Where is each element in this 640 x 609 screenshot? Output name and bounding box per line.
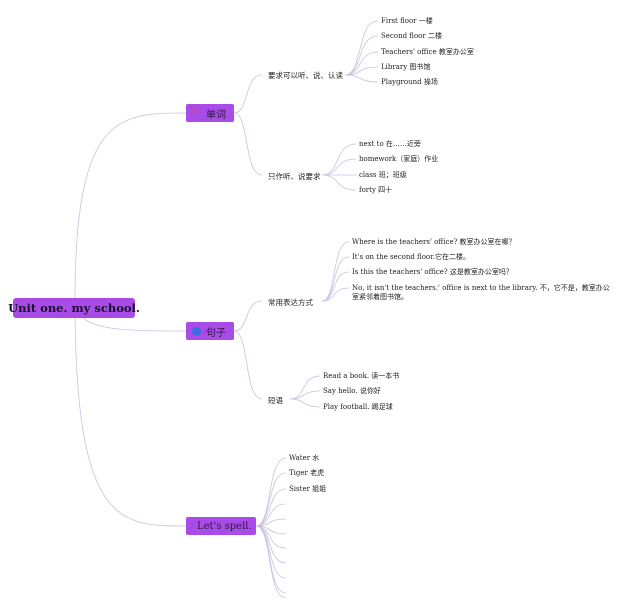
group-label[interactable]: 要求可以听、说、认读 [268,71,343,80]
leaf-item[interactable]: homework（家庭）作业 [359,155,439,163]
speech-bubble-icon [192,326,201,336]
leaf-item[interactable]: Read a book. 读一本书 [323,372,400,380]
connector-line [289,390,321,400]
leaf-item[interactable]: Tiger 老虎 [289,469,325,477]
connector-line [289,375,321,400]
leaf-item[interactable]: next to 在……近旁 [359,140,421,148]
connector-line [233,112,263,176]
connector-line [233,74,263,114]
connector-line [321,271,350,302]
group-label[interactable]: 短语 [268,396,283,405]
group-label[interactable]: 常用表达方式 [268,298,313,307]
connector-line [255,525,287,549]
leaf-item[interactable]: It's on the second floor.它在二楼。 [352,253,470,261]
connector-line [344,74,379,83]
connector-line [255,503,287,527]
connector-line [321,241,350,302]
pen-icon: ✎ [192,107,200,118]
connector-line [289,398,321,408]
leaf-item[interactable]: Library 图书馆 [381,63,431,71]
root-branch-connector [74,112,187,301]
leaf-item[interactable]: Playground 操场 [381,78,438,86]
branch-node-lets-spell[interactable]: Let's spell. [186,517,256,535]
leaf-item[interactable]: forty 四十 [359,186,393,194]
connector-line [255,525,287,594]
connector-line [321,143,357,176]
leaf-item[interactable]: Teachers' office 教室办公室 [381,48,474,56]
connector-line [233,330,263,400]
branch-label: 句子 [206,327,226,339]
leaf-item[interactable]: Where is the teachers' office? 教室办公室在哪？ [352,238,516,246]
group-label[interactable]: 只作听、说要求 [268,172,321,181]
leaf-item[interactable]: Say hello. 说你好 [323,387,381,395]
leaf-item[interactable]: class 班；班级 [359,171,407,179]
connector-line [321,256,350,302]
leaf-item[interactable]: Sister 姐姐 [289,485,327,493]
leaf-item[interactable]: First floor 一楼 [381,17,433,25]
connector-line [321,174,357,191]
connector-line [344,51,379,76]
leaf-item[interactable]: Second floor 二楼 [381,32,442,40]
leaf-item[interactable]: Play football. 踢足球 [323,403,393,411]
connector-line [255,525,287,599]
connector-line [233,300,263,332]
connector-line [255,472,287,527]
connector-line [344,35,379,76]
root-node[interactable]: Unit one. my school. [8,298,140,318]
branch-label: 单词 [206,109,226,121]
connector-line [255,457,287,527]
branch-node-vocabulary[interactable]: ✎ 单词 [186,104,234,122]
root-branch-connector [74,299,187,527]
connector-line [255,488,287,527]
leaf-item[interactable]: Is this the teachers' office? 这是教室办公室吗？ [352,268,513,276]
branch-label: Let's spell. [197,520,252,532]
leaf-item[interactable]: No, it isn't the teachers.' office is ne… [352,284,610,301]
branch-node-sentences[interactable]: 句子 [186,322,234,340]
leaf-item[interactable]: Water 水 [289,454,320,462]
connector-line [321,287,350,302]
connector-line [321,158,357,176]
